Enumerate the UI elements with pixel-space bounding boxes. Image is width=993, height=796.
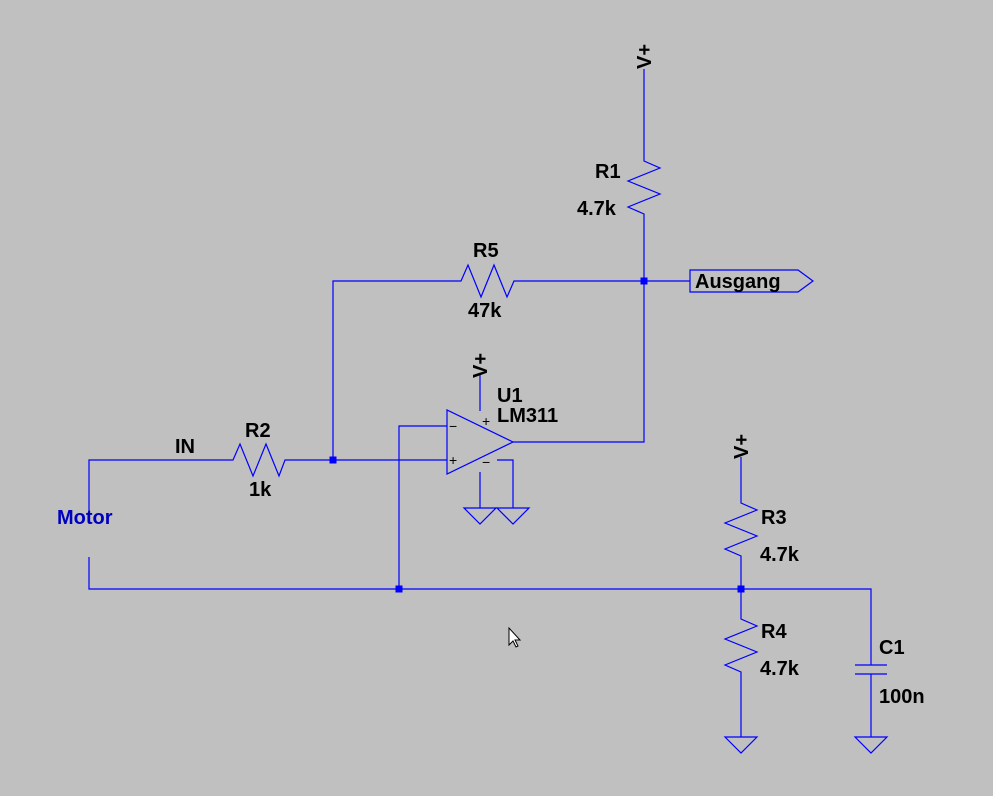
net-label-output[interactable]: Ausgang	[689, 269, 815, 293]
r2-ref: R2	[245, 420, 271, 442]
r1-ref: R1	[595, 161, 621, 183]
resistor-r2-zigzag	[227, 442, 291, 478]
wire-u1-gnd2	[497, 459, 514, 508]
r5-ref: R5	[473, 240, 499, 262]
junction-dot	[640, 277, 648, 285]
r4-ref: R4	[761, 621, 787, 643]
supply-flag-r3[interactable]: V+	[731, 434, 753, 459]
output-net-label: Ausgang	[695, 271, 781, 293]
resistor-r5[interactable]: R5 47k	[455, 240, 521, 322]
c1-ref: C1	[879, 637, 905, 659]
resistor-r2[interactable]: R2 1k	[227, 420, 291, 501]
capacitor-c1[interactable]: C1 100n	[855, 637, 925, 708]
c1-value: 100n	[879, 686, 925, 708]
junction-dot	[329, 456, 337, 464]
r2-value: 1k	[249, 479, 272, 501]
ground-triangle	[462, 507, 498, 525]
ground-symbol	[462, 507, 498, 525]
r1-value: 4.7k	[577, 198, 617, 220]
motor-net-label[interactable]: Motor	[57, 507, 113, 529]
r5-value: 47k	[468, 300, 502, 322]
u1-value: LM311	[497, 405, 558, 427]
wire-minus-ref	[398, 425, 447, 589]
r4-value: 4.7k	[760, 658, 800, 680]
resistor-r3-zigzag	[723, 497, 759, 563]
ground-symbol	[495, 507, 531, 525]
u1-vminus-pin: −	[482, 454, 490, 470]
resistor-r4[interactable]: R4 4.7k	[723, 613, 800, 680]
input-net-label[interactable]: IN	[175, 436, 195, 458]
resistor-r5-zigzag	[455, 263, 521, 299]
junction-dot	[395, 585, 403, 593]
u1-ref: U1	[497, 385, 523, 407]
r3-ref: R3	[761, 507, 787, 529]
supply-flag-u1[interactable]: V+	[470, 353, 492, 378]
resistor-r1-zigzag	[626, 155, 662, 221]
vplus-label: V+	[634, 44, 656, 69]
comparator-triangle	[446, 409, 515, 475]
comparator-u1[interactable]: − + + − U1 LM311	[446, 385, 558, 475]
vplus-label: V+	[470, 353, 492, 378]
u1-plus-pin: +	[449, 452, 457, 468]
ground-triangle	[853, 736, 889, 754]
r3-value: 4.7k	[760, 544, 800, 566]
ground-triangle	[723, 736, 759, 754]
junctions	[329, 277, 745, 593]
ground-triangle	[495, 507, 531, 525]
supply-flag-r1[interactable]: V+	[634, 44, 656, 69]
wire-motor-bottom	[88, 557, 872, 653]
u1-minus-pin: −	[449, 418, 457, 434]
u1-vplus-pin: +	[482, 413, 490, 429]
ground-symbol	[723, 736, 759, 754]
resistor-r3[interactable]: R3 4.7k	[723, 497, 800, 566]
resistor-r4-zigzag	[723, 613, 759, 679]
vplus-label: V+	[731, 434, 753, 459]
wire-comp-out	[513, 281, 645, 443]
wire-in	[88, 459, 227, 517]
wires	[88, 69, 872, 737]
ground-symbol	[853, 736, 889, 754]
wire-feedback-left	[332, 280, 455, 460]
mouse-cursor-icon	[508, 626, 522, 648]
junction-dot	[737, 585, 745, 593]
output-port-flag	[689, 269, 815, 293]
resistor-r1[interactable]: R1 4.7k	[577, 155, 662, 221]
